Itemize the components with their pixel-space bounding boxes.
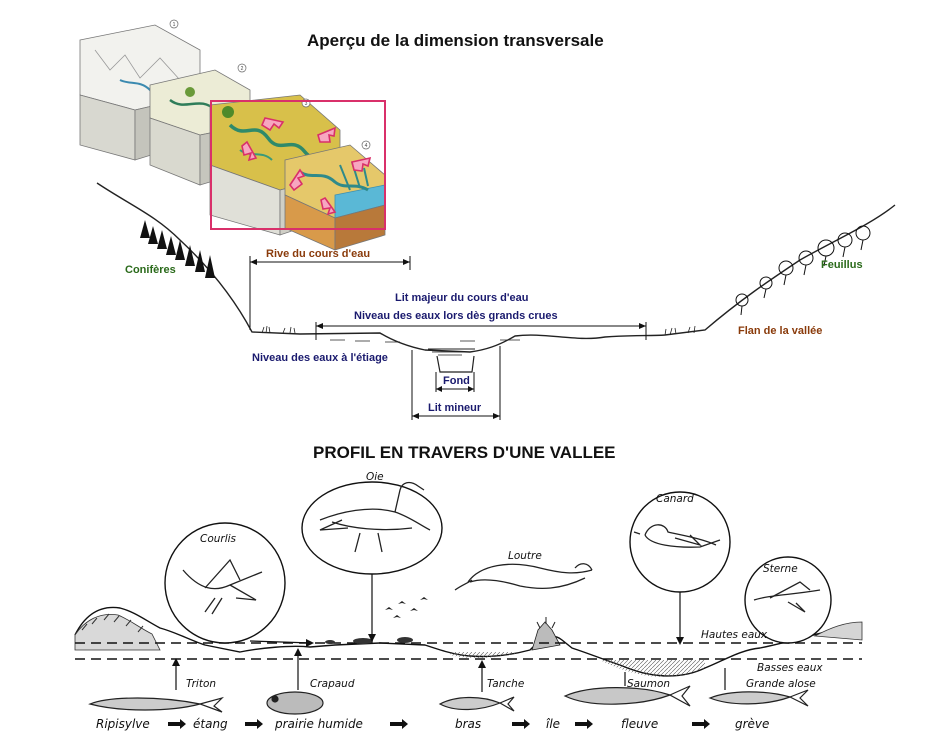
label-canard: Canard <box>656 493 694 505</box>
triton-sketch <box>88 696 225 713</box>
block-number-circle <box>169 19 179 29</box>
vignette-pointers <box>249 574 790 644</box>
seq-ripisylve: Ripisylve <box>96 717 150 731</box>
label-crapaud: Crapaud <box>310 678 355 690</box>
tanche-sketch <box>438 696 515 712</box>
seq-prairie-humide: prairie humide <box>275 717 363 731</box>
label-coniferes: Conifères <box>125 264 176 276</box>
dimension-arrowheads <box>250 259 646 419</box>
seq-fleuve: fleuve <box>621 717 659 731</box>
label-feuillus: Feuillus <box>821 259 863 271</box>
block-number-2: 2 <box>241 66 244 72</box>
oie-sketch <box>319 481 431 553</box>
seq-bras: bras <box>455 717 482 731</box>
sequence-arrows <box>168 719 710 729</box>
courlis-sketch <box>182 558 263 615</box>
grass-tufts <box>261 325 696 336</box>
deciduous-trees <box>735 225 871 316</box>
fish-sketches <box>88 685 809 715</box>
block-number-markers: 1 2 3 4 <box>169 19 371 150</box>
label-lit-majeur: Lit majeur du cours d'eau <box>395 292 529 304</box>
block-number-4: 4 <box>365 143 368 149</box>
label-niveau-crues: Niveau des eaux lors dès grands crues <box>354 310 558 322</box>
block-diagram-illustration: 1 2 3 4 <box>79 19 386 251</box>
label-courlis: Courlis <box>200 533 237 545</box>
label-grande-alose: Grande alose <box>746 678 816 690</box>
lateral-arrows <box>241 117 372 216</box>
dimension-lines <box>249 256 647 420</box>
label-loutre: Loutre <box>508 550 542 562</box>
seq-etang: étang <box>193 717 228 731</box>
sterne-sketch <box>753 581 821 613</box>
top-title: Aperçu de la dimension transversale <box>307 31 604 50</box>
label-fond: Fond <box>443 375 470 387</box>
label-triton: Triton <box>186 678 217 690</box>
canard-sketch <box>633 524 721 548</box>
label-flan: Flan de la vallée <box>738 325 823 337</box>
loutre-sketch <box>454 563 593 591</box>
bottom-title: PROFIL EN TRAVERS D'UNE VALLEE <box>313 443 616 462</box>
label-hautes-eaux: Hautes eaux <box>701 629 768 641</box>
block-number-3: 3 <box>305 101 308 107</box>
block-number-circle <box>237 63 247 73</box>
saumon-sketch <box>563 685 691 707</box>
label-sterne: Sterne <box>763 563 798 575</box>
fish-pointers <box>175 652 726 692</box>
label-oie: Oie <box>366 471 384 483</box>
seq-ile: île <box>546 717 561 731</box>
crapaud-sketch <box>266 691 324 715</box>
label-rive: Rive du cours d'eau <box>266 248 371 260</box>
label-tanche: Tanche <box>487 678 525 690</box>
bottom-valley-profile <box>74 597 863 678</box>
label-basses-eaux: Basses eaux <box>757 662 823 674</box>
seq-greve: grève <box>735 717 770 731</box>
block-number-1: 1 <box>173 22 176 28</box>
label-etiage: Niveau des eaux à l'étiage <box>252 352 388 364</box>
label-saumon: Saumon <box>627 678 671 690</box>
courlis-vignette <box>164 522 286 644</box>
grande-alose-sketch <box>708 689 809 707</box>
highlight-frame <box>210 100 386 230</box>
conifer-trees <box>140 220 215 278</box>
animal-vignettes <box>164 481 832 644</box>
block-number-circle <box>361 140 371 150</box>
label-lit-mineur: Lit mineur <box>428 402 482 414</box>
